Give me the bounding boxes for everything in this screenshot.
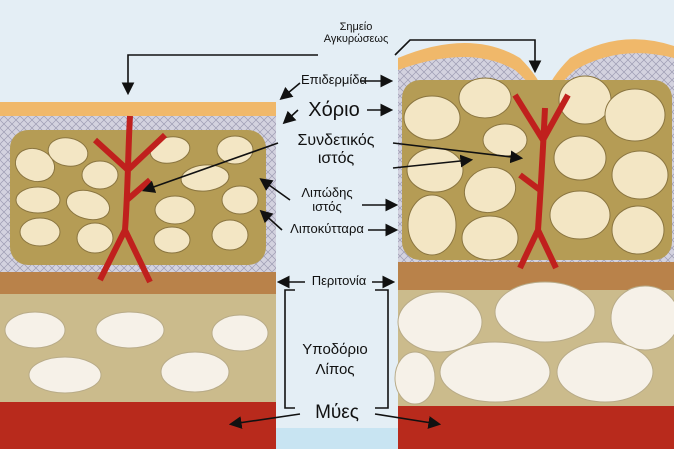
fat-cell bbox=[211, 219, 249, 251]
label-fascia: Περιτονία bbox=[311, 273, 367, 288]
fat-cell bbox=[153, 226, 191, 254]
fat-cell bbox=[15, 186, 61, 214]
fat-cell bbox=[4, 311, 66, 349]
fat-cell bbox=[81, 160, 119, 190]
label-dermis: Χόριο bbox=[308, 99, 360, 121]
label-adipose-tissue: Λιπώδης ιστός bbox=[301, 185, 353, 215]
fat-cell bbox=[397, 291, 483, 353]
label-anchor-point: Σημείο Αγκυρώσεως bbox=[324, 21, 389, 45]
label-line: Λιπώδης bbox=[301, 185, 353, 200]
fat-cell bbox=[604, 88, 666, 142]
fat-cell bbox=[221, 185, 259, 215]
label-subcutaneous-fat: Υποδόριο Λίπος bbox=[302, 340, 367, 379]
fascia-layer-left bbox=[0, 268, 276, 294]
fat-cell bbox=[611, 150, 669, 200]
fat-cell bbox=[482, 123, 528, 157]
label-epidermis: Επιδερμίδα bbox=[300, 72, 368, 87]
fat-cell bbox=[47, 137, 89, 167]
epidermis-layer-right bbox=[398, 39, 674, 110]
septa-right bbox=[512, 93, 571, 270]
fat-cell bbox=[14, 147, 56, 183]
fat-cell bbox=[216, 135, 254, 165]
label-line: Αγκυρώσεως bbox=[323, 33, 389, 46]
fat-cell bbox=[65, 189, 111, 221]
fat-cell bbox=[556, 341, 654, 403]
muscle-layer-left bbox=[0, 400, 276, 449]
label-line: Συνδετικός bbox=[297, 132, 375, 149]
fat-cell bbox=[610, 285, 674, 351]
fat-cell bbox=[553, 135, 607, 181]
label-connective-tissue: Συνδετικός ιστός bbox=[298, 132, 375, 167]
label-line: Υποδόριο bbox=[302, 341, 368, 358]
septa-left bbox=[92, 115, 168, 284]
fat-cell bbox=[407, 194, 457, 256]
fat-cell bbox=[160, 351, 230, 393]
label-muscle: Μύες bbox=[315, 402, 359, 423]
label-line: Σημείο bbox=[339, 21, 373, 33]
fat-cell bbox=[494, 281, 596, 343]
leader-lines bbox=[121, 39, 542, 429]
label-line: Λίπος bbox=[315, 360, 355, 378]
fat-cell bbox=[458, 77, 512, 119]
fat-cell bbox=[154, 195, 196, 225]
epidermis-layer-left bbox=[0, 102, 276, 116]
fat-cell bbox=[439, 341, 551, 403]
fat-cell bbox=[463, 166, 517, 214]
fat-cell bbox=[461, 215, 519, 261]
left-skin-block bbox=[0, 102, 276, 449]
label-adipocytes: Λιποκύτταρα bbox=[290, 221, 364, 236]
fat-cell bbox=[611, 205, 665, 255]
fat-cell bbox=[394, 351, 436, 405]
label-line: ιστός bbox=[312, 199, 342, 215]
label-line: ιστός bbox=[317, 149, 355, 167]
fat-cell bbox=[76, 222, 114, 254]
fat-cell bbox=[95, 311, 165, 349]
fat-cell bbox=[549, 190, 611, 240]
fat-cell bbox=[180, 164, 230, 192]
fat-cell bbox=[28, 356, 102, 394]
fat-cell bbox=[406, 147, 464, 193]
muscle-layer-right bbox=[398, 404, 674, 449]
fat-cell bbox=[403, 95, 461, 141]
base-plate bbox=[230, 428, 440, 449]
fat-cell bbox=[211, 314, 269, 352]
right-skin-block bbox=[394, 39, 674, 449]
fat-cell bbox=[19, 217, 61, 247]
